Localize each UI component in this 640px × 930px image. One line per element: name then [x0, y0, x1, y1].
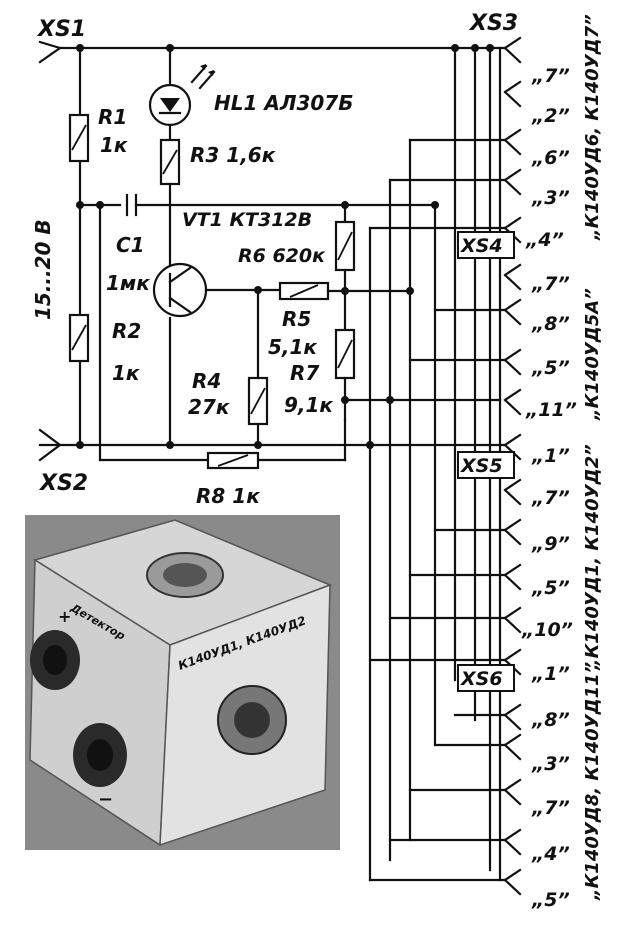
xs3-pin-labels: „7” „2” „6” „3” „4” [525, 65, 570, 251]
xs6-pin-labels: „8” „3” „7” „4” „5” [531, 709, 570, 911]
pin-label: „5” [531, 577, 570, 599]
pin-label: „11” [525, 399, 577, 421]
vt1-transistor [152, 262, 292, 449]
chip-group-k140ud6-ud7: „К140УД6, К140УД7” [582, 14, 603, 241]
pin-label: „7” [531, 65, 570, 87]
r3-label: R3 1,6к [190, 143, 276, 167]
r1-name: R1 [98, 105, 127, 129]
pin-label: „7” [531, 273, 570, 295]
xs5-pin-labels: „7” „9” „5” „10” „1” [521, 487, 573, 685]
xs4-label: XS4 [460, 235, 503, 257]
xs4-pin-labels: „7” „8” „5” „11” „1” [525, 273, 577, 467]
pin-wires [366, 138, 507, 882]
pin-label: „4” [531, 843, 570, 865]
xs2-label: XS2 [38, 471, 88, 496]
pin-label: „1” [531, 663, 570, 685]
r7-value: 9,1к [284, 393, 333, 417]
xs5-label: XS5 [460, 455, 503, 477]
r4-value: 27к [188, 395, 230, 419]
r4-name: R4 [192, 369, 221, 393]
pin-label: „10” [521, 619, 573, 641]
xs2-plug [38, 428, 84, 462]
xs5-box [457, 451, 515, 479]
hl1-label: HL1 АЛ307Б [214, 91, 353, 115]
xs1-plug [38, 40, 84, 64]
chip-group-k140ud8-ud11: „К140УД8, К140УД11” [582, 661, 603, 901]
pin-label: „8” [531, 313, 570, 335]
c1-value: 1мк [106, 271, 150, 295]
pin-label: „3” [531, 753, 570, 775]
xs1-label: XS1 [36, 17, 86, 42]
pin-label: „5” [531, 357, 570, 379]
supply-voltage-label: 15...20 В [31, 219, 55, 320]
pin-label: „5” [531, 889, 570, 911]
pin-label: „7” [531, 797, 570, 819]
pin-label: „4” [525, 229, 564, 251]
r8-label: R8 1к [196, 484, 260, 508]
chip-group-k140ud1-ud2: „К140УД1, К140УД2” [582, 444, 603, 671]
r5-value: 5,1к [268, 335, 317, 359]
c1-name: C1 [116, 233, 145, 257]
pin-label: „6” [531, 147, 570, 169]
r7-name: R7 [290, 361, 319, 385]
pin-label: „7” [531, 487, 570, 509]
r5-name: R5 [282, 307, 311, 331]
vt1-label: VT1 КТ312В [182, 209, 312, 231]
pin-contacts [503, 36, 522, 896]
photo-minus-label: − [98, 789, 113, 810]
c1-capacitor [125, 193, 439, 217]
chip-group-k140ud5a: „К140УД5А” [582, 288, 603, 421]
pin-label: „9” [531, 533, 570, 555]
pin-label: „1” [531, 445, 570, 467]
xs6-box [457, 664, 515, 692]
r6-label: R6 620к [238, 245, 326, 267]
pin-label: „3” [531, 187, 570, 209]
r2-value: 1к [112, 361, 140, 385]
xs6-label: XS6 [460, 668, 503, 690]
xs3-label: XS3 [468, 11, 518, 36]
r1-value: 1к [100, 133, 128, 157]
r2-name: R2 [112, 319, 141, 343]
pin-label: „2” [531, 105, 570, 127]
xs4-box [457, 231, 515, 259]
photo-plus-label: + [58, 607, 71, 626]
device-photo: Детектор К140УД1, К140УД2 + − [25, 515, 340, 850]
pin-label: „8” [531, 709, 570, 731]
hl1-led [148, 44, 216, 142]
